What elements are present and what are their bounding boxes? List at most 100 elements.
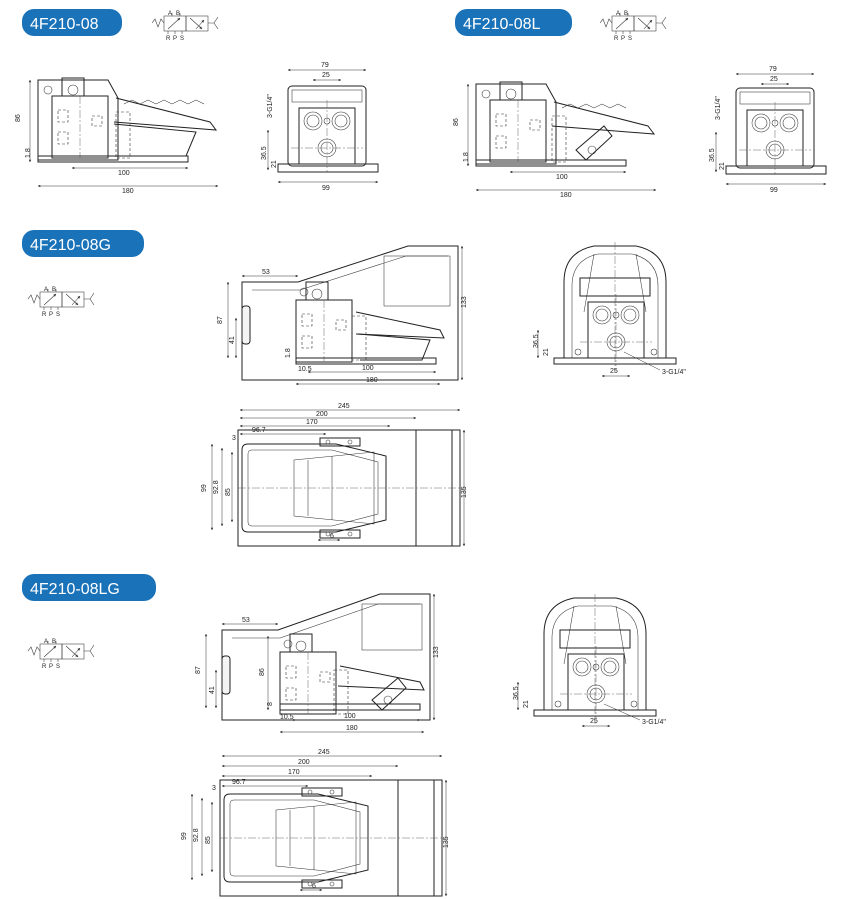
dim-86: 86 bbox=[259, 668, 266, 676]
port-label-r: R bbox=[42, 664, 47, 670]
dim-99: 99 bbox=[770, 187, 778, 194]
dim-86: 86 bbox=[453, 118, 460, 126]
side-view: 86 1.8 100 180 bbox=[15, 77, 219, 195]
dim-245: 245 bbox=[338, 403, 350, 410]
model-4f210-08g: 4F210-08G A B R P S 53 133 87 41 1.8 bbox=[22, 230, 686, 547]
port-label-p: P bbox=[49, 664, 53, 670]
valve-symbol-icon bbox=[28, 641, 94, 662]
end-view: 79 25 3-G1/4" 36.5 21 99 bbox=[709, 66, 827, 194]
top-view: 245 200 170 96.7 3 99 92.8 85 135 6 bbox=[181, 749, 450, 897]
dim-41: 41 bbox=[209, 686, 216, 694]
dim-6: 6 bbox=[312, 883, 316, 890]
port-label-b: B bbox=[52, 639, 56, 645]
port-label-b: B bbox=[624, 11, 628, 17]
model-title: 4F210-08 bbox=[30, 16, 99, 33]
port-label-s: S bbox=[628, 36, 632, 42]
dim-25: 25 bbox=[770, 76, 778, 83]
dim-10-5: 10.5 bbox=[280, 714, 294, 721]
dim-99: 99 bbox=[322, 185, 330, 192]
dim-85: 85 bbox=[205, 836, 212, 844]
dim-25: 25 bbox=[322, 72, 330, 79]
port-label-p: P bbox=[49, 312, 53, 318]
end-view: 36.5 21 25 3-G1/4" bbox=[513, 593, 666, 728]
dim-92-8: 92.8 bbox=[193, 828, 200, 842]
dim-135: 135 bbox=[443, 836, 450, 848]
dim-25: 25 bbox=[610, 368, 618, 375]
dim-53: 53 bbox=[242, 617, 250, 624]
port-label-a: A bbox=[44, 639, 48, 645]
dim-1-8: 1.8 bbox=[285, 348, 292, 358]
dim-170: 170 bbox=[306, 419, 318, 426]
dim-36-5: 36.5 bbox=[261, 146, 268, 160]
valve-symbol-icon bbox=[600, 13, 666, 34]
dim-3: 3 bbox=[232, 435, 236, 442]
port-label-b: B bbox=[52, 287, 56, 293]
dim-10-5: 10.5 bbox=[298, 366, 312, 373]
model-title: 4F210-08L bbox=[463, 16, 540, 33]
dim-53: 53 bbox=[262, 269, 270, 276]
dim-port: 3-G1/4" bbox=[662, 369, 686, 376]
port-label-s: S bbox=[56, 664, 60, 670]
dim-180: 180 bbox=[366, 377, 378, 384]
dim-200: 200 bbox=[298, 759, 310, 766]
dim-180: 180 bbox=[122, 188, 134, 195]
dim-96-7: 96.7 bbox=[232, 779, 246, 786]
title-pill bbox=[22, 574, 156, 601]
end-view: 79 25 3-G1/4" 36.5 21 99 bbox=[261, 62, 379, 192]
dim-3: 3 bbox=[212, 785, 216, 792]
dim-port: 3-G1/4" bbox=[715, 96, 722, 120]
dim-180: 180 bbox=[346, 725, 358, 732]
port-label-a: A bbox=[168, 11, 172, 17]
dim-79: 79 bbox=[321, 62, 329, 69]
dim-port: 3-G1/4" bbox=[642, 719, 666, 726]
dim-100: 100 bbox=[118, 170, 130, 177]
dim-36-5: 36.5 bbox=[513, 686, 520, 700]
side-view: 86 1.8 100 180 bbox=[453, 81, 657, 199]
dim-245: 245 bbox=[318, 749, 330, 756]
port-label-s: S bbox=[56, 312, 60, 318]
dim-100: 100 bbox=[344, 713, 356, 720]
port-label-p: P bbox=[173, 36, 177, 42]
dim-87: 87 bbox=[195, 666, 202, 674]
dim-36-5: 36.5 bbox=[533, 334, 540, 348]
side-view: 53 133 87 41 86 8 10.5 100 180 bbox=[195, 593, 440, 734]
dim-96-7: 96.7 bbox=[252, 427, 266, 434]
dim-100: 100 bbox=[362, 365, 374, 372]
dim-99: 99 bbox=[181, 832, 188, 840]
model-4f210-08lg: 4F210-08LG A B R P S 53 133 87 41 bbox=[22, 574, 666, 897]
dim-86: 86 bbox=[15, 114, 22, 122]
dim-1-8: 1.8 bbox=[25, 148, 32, 158]
model-4f210-08l: 4F210-08L A B R P S 86 1.8 100 180 bbox=[453, 9, 827, 199]
model-4f210-08: 4F210-08 A B R P S 86 1.8 100 180 bbox=[15, 9, 379, 195]
dim-21: 21 bbox=[271, 160, 278, 168]
dim-87: 87 bbox=[217, 316, 224, 324]
title-pill bbox=[22, 230, 144, 257]
dim-1-8: 1.8 bbox=[463, 152, 470, 162]
dim-21: 21 bbox=[543, 348, 550, 356]
dim-133: 133 bbox=[433, 646, 440, 658]
port-label-a: A bbox=[616, 11, 620, 17]
dim-200: 200 bbox=[316, 411, 328, 418]
side-view: 53 133 87 41 1.8 10.5 100 180 bbox=[217, 245, 468, 386]
valve-symbol-icon bbox=[152, 13, 218, 34]
dim-8: 8 bbox=[267, 702, 274, 706]
model-title: 4F210-08G bbox=[30, 237, 111, 254]
valve-symbol-icon bbox=[28, 289, 94, 310]
dim-92-8: 92.8 bbox=[213, 480, 220, 494]
dim-port: 3-G1/4" bbox=[267, 94, 274, 118]
dim-170: 170 bbox=[288, 769, 300, 776]
title-pill bbox=[22, 9, 122, 36]
port-label-s: S bbox=[180, 36, 184, 42]
top-view: 245 200 170 96.7 3 99 92.8 85 135 6 bbox=[201, 403, 468, 547]
dim-85: 85 bbox=[225, 488, 232, 496]
port-label-b: B bbox=[176, 11, 180, 17]
dim-135: 135 bbox=[461, 486, 468, 498]
port-label-r: R bbox=[42, 312, 47, 318]
port-label-r: R bbox=[166, 36, 171, 42]
dim-21: 21 bbox=[719, 162, 726, 170]
port-label-a: A bbox=[44, 287, 48, 293]
dim-21: 21 bbox=[523, 700, 530, 708]
dim-100: 100 bbox=[556, 174, 568, 181]
dim-79: 79 bbox=[769, 66, 777, 73]
